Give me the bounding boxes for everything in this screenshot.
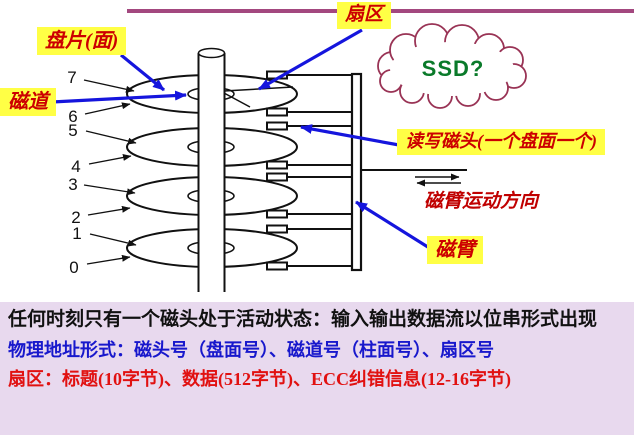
arm-direction-label: 磁臂运动方向 [424, 191, 539, 212]
note-active-head: 任何时刻只有一个磁头处于活动状态：输入输出数据流以位串形式出现 [8, 309, 598, 330]
surface-pointer-lines [83, 79, 137, 265]
read-write-heads [266, 70, 288, 271]
surface-number-7: 7 [67, 68, 76, 87]
surface-number-4: 4 [71, 157, 80, 176]
notes-panel: 任何时刻只有一个磁头处于活动状态：输入输出数据流以位串形式出现 物理地址形式：磁… [0, 302, 634, 435]
sector-label: 扇区 [337, 2, 392, 29]
platter-arrow [119, 53, 166, 92]
actuator-bar [350, 72, 363, 272]
arm-arrow [355, 200, 432, 251]
arm-lines [287, 74, 352, 267]
note-physical-address: 物理地址形式：磁头号（盘面号）、磁道号（柱面号）、扇区号 [8, 340, 494, 361]
spindle [197, 47, 226, 292]
actuator-assembly [266, 70, 467, 272]
note-sector-format: 扇区：标题(10字节)、数据(512字节)、ECC纠错信息(12-16字节) [8, 368, 511, 389]
ssd-cloud [377, 23, 527, 109]
arm-motion-arrows [415, 173, 461, 187]
surface-number-6: 6 [68, 107, 77, 126]
callout-arrows [51, 28, 432, 251]
surface-number-5: 5 [68, 121, 77, 140]
platter-label: 盘片(面) [37, 27, 127, 55]
ssd-question-text: SSD? [421, 56, 485, 81]
rwhead-arrow [300, 124, 400, 147]
read-write-head-label: 读写磁头(一个盘面一个) [397, 129, 605, 155]
surface-number-1: 1 [72, 224, 81, 243]
surface-number-0: 0 [69, 258, 78, 277]
track-arrow [51, 90, 187, 104]
sector-arrow [258, 28, 363, 91]
surface-number-3: 3 [68, 175, 77, 194]
arm-label: 磁臂 [427, 236, 483, 264]
track-label: 磁道 [0, 88, 56, 116]
disk-diagram: 7 6 5 4 3 2 1 0 [51, 23, 527, 292]
surface-number-2: 2 [71, 208, 80, 227]
